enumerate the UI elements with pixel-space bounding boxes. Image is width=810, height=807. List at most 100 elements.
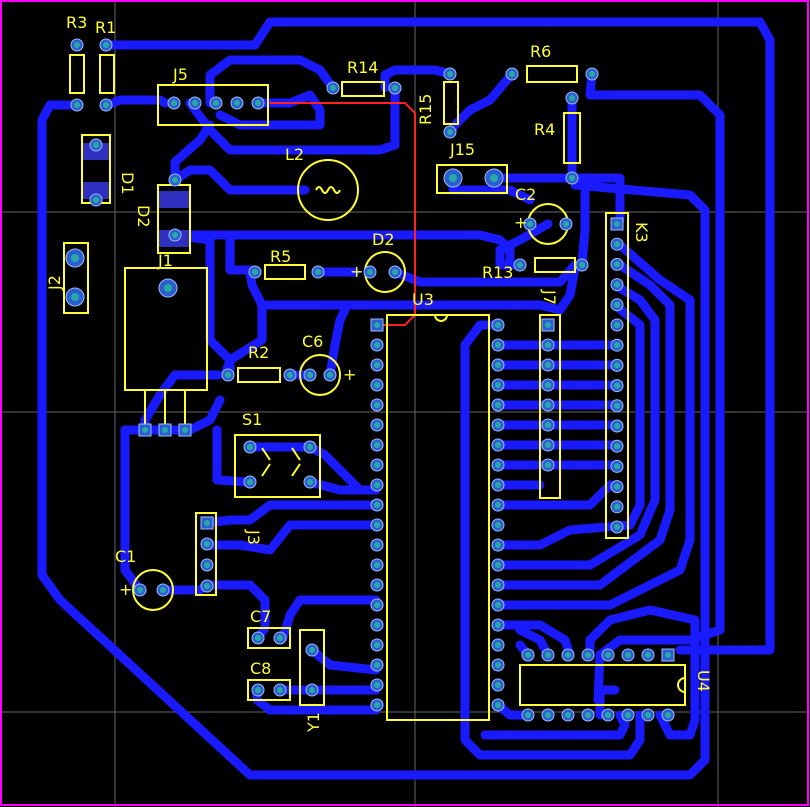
traces xyxy=(37,17,775,780)
labels: R3 R1 J5 R14 R6 R4 L2 J15 C2 J1 R5 D2 R1… xyxy=(45,13,713,733)
pad-hole xyxy=(509,71,515,77)
plus-mark: + xyxy=(514,213,527,232)
pad-hole xyxy=(614,241,620,248)
pad-hole xyxy=(495,442,501,448)
pad-hole xyxy=(495,602,501,608)
pad-hole xyxy=(527,221,533,227)
label-y1: Y1 xyxy=(304,712,323,733)
pad-hole xyxy=(374,422,380,428)
pad-hole xyxy=(614,423,620,429)
label-j3: J3 xyxy=(244,529,263,545)
pad-hole xyxy=(614,503,620,510)
pad-hole xyxy=(545,442,551,448)
pad-hole xyxy=(545,322,551,328)
pad-hole xyxy=(307,479,313,485)
plus-mark: + xyxy=(343,365,356,384)
pad-hole xyxy=(563,221,569,227)
pad-hole xyxy=(449,174,457,182)
pad-hole xyxy=(374,702,380,708)
pad-hole xyxy=(495,382,501,388)
pad-hole xyxy=(495,502,501,508)
pad-hole xyxy=(103,102,109,108)
pad-hole xyxy=(525,652,531,658)
pad-hole xyxy=(374,342,380,348)
pad-hole xyxy=(569,175,575,181)
pad-hole xyxy=(255,635,261,641)
label-d2b: D2 xyxy=(134,205,153,228)
d1-band xyxy=(83,182,109,199)
pad-hole xyxy=(589,71,595,77)
pad-hole xyxy=(367,269,373,275)
plus-mark: + xyxy=(119,580,132,599)
label-j7: J7 xyxy=(540,289,559,305)
pad-hole xyxy=(495,542,501,548)
pad-hole xyxy=(614,322,620,328)
pad-hole xyxy=(495,682,501,688)
silkscreen xyxy=(63,54,686,721)
pad-hole xyxy=(645,652,651,658)
pad-hole xyxy=(495,622,501,628)
pad-hole xyxy=(614,221,620,227)
pad-hole xyxy=(585,652,591,658)
label-s1: S1 xyxy=(242,410,262,429)
pad-hole xyxy=(247,444,253,450)
top-layer-trace xyxy=(270,102,416,326)
pad-hole xyxy=(605,652,611,658)
pad-hole xyxy=(374,642,380,648)
pad-hole xyxy=(171,100,177,106)
pad-hole xyxy=(495,342,501,348)
u4-notch xyxy=(677,677,686,693)
pad-hole xyxy=(447,129,453,135)
pad-hole xyxy=(374,462,380,468)
pad-hole xyxy=(374,322,380,328)
pad-hole xyxy=(374,582,380,588)
pad-hole xyxy=(255,100,261,106)
label-r14: R14 xyxy=(347,58,378,77)
pad-hole xyxy=(182,427,188,433)
pad-hole xyxy=(137,587,143,593)
pad-hole xyxy=(545,342,551,348)
label-c2: C2 xyxy=(515,185,536,204)
pad-hole xyxy=(162,427,168,433)
label-r15: R15 xyxy=(416,94,435,125)
pad-hole xyxy=(447,71,453,77)
pad-hole xyxy=(495,702,501,708)
pads xyxy=(65,38,675,722)
pad-hole xyxy=(160,587,166,593)
label-d1: D1 xyxy=(118,172,137,195)
pad-hole xyxy=(614,483,620,490)
label-r4: R4 xyxy=(534,120,555,139)
label-r1: R1 xyxy=(95,18,116,37)
pad-hole xyxy=(374,502,380,508)
label-r2: R2 xyxy=(248,343,269,362)
d2-band xyxy=(159,191,189,208)
pad-hole xyxy=(315,269,321,275)
label-c7: C7 xyxy=(250,607,271,626)
pad-hole xyxy=(579,262,585,268)
pad-hole xyxy=(614,524,620,530)
pad-hole xyxy=(71,254,79,262)
pad-hole xyxy=(374,662,380,668)
pad-hole xyxy=(645,712,651,718)
pad-hole xyxy=(665,652,671,658)
pad-hole xyxy=(204,520,210,526)
pad-hole xyxy=(374,382,380,388)
pad-hole xyxy=(225,372,231,378)
pad-hole xyxy=(495,582,501,588)
pad-hole xyxy=(374,682,380,688)
pad-hole xyxy=(495,562,501,568)
label-j2: J2 xyxy=(45,275,64,291)
label-k3: K3 xyxy=(632,222,651,243)
pad-hole xyxy=(585,712,591,718)
pad-hole xyxy=(74,102,80,108)
pad-hole xyxy=(374,602,380,608)
pad-hole xyxy=(545,382,551,388)
pad-hole xyxy=(287,372,293,378)
label-j15: J15 xyxy=(449,140,475,159)
label-u3: U3 xyxy=(412,290,434,309)
pad-hole xyxy=(545,712,551,718)
label-r3: R3 xyxy=(66,13,87,32)
pad-hole xyxy=(665,712,671,718)
